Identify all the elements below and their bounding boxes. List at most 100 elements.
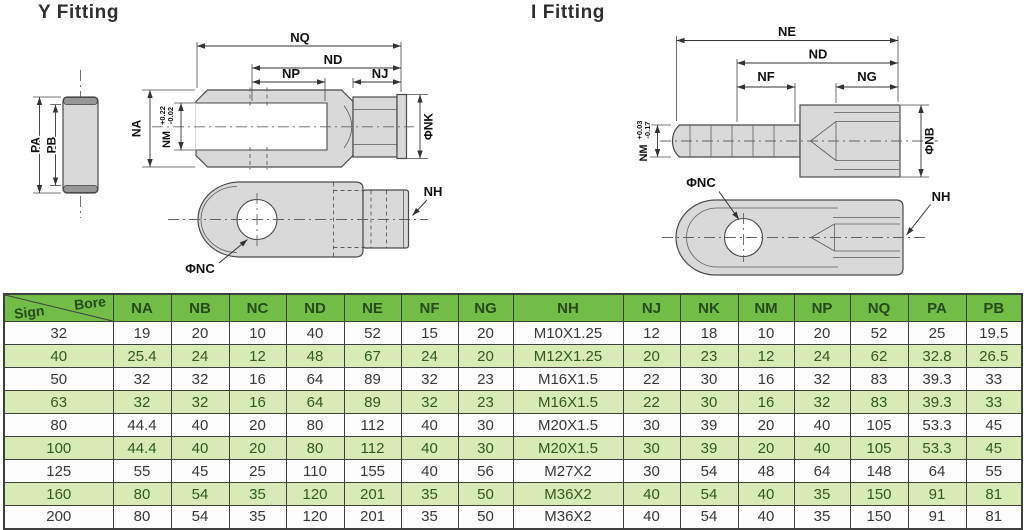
cell-nj: 30: [622, 436, 681, 460]
column-header-pb: PB: [965, 293, 1023, 322]
bore-cell: 80: [3, 413, 114, 437]
cell-pb: 81: [965, 505, 1023, 529]
cell-na: 32: [112, 390, 172, 414]
cell-nk: 30: [679, 367, 739, 391]
cell-nf: 35: [400, 482, 459, 506]
cell-pb: 26.5: [965, 344, 1023, 368]
column-header-ng: NG: [457, 293, 514, 322]
cell-ng: 23: [457, 390, 514, 414]
cell-nd: 48: [285, 344, 345, 368]
cell-nk: 39: [679, 413, 739, 437]
cell-ne: 89: [343, 367, 402, 391]
bore-cell: 160: [3, 482, 114, 506]
cell-nf: 35: [400, 505, 459, 529]
cell-nb: 54: [170, 505, 230, 529]
cell-ne: 67: [343, 344, 402, 368]
cell-ne: 89: [343, 390, 402, 414]
cell-nc: 35: [228, 482, 287, 506]
bore-cell: 32: [3, 321, 114, 345]
cell-np: 35: [793, 482, 851, 506]
column-header-nh: NH: [512, 293, 624, 322]
cell-nm: 20: [737, 413, 795, 437]
cell-nq: 62: [849, 344, 909, 368]
cell-ne: 201: [343, 505, 402, 529]
cell-pb: 33: [965, 367, 1023, 391]
cell-nh: M10X1.25: [512, 321, 624, 345]
cell-pb: 55: [965, 459, 1023, 483]
cell-nf: 40: [400, 413, 459, 437]
cell-ng: 50: [457, 482, 514, 506]
y-fitting-title: Y Fitting: [38, 2, 120, 23]
dim-label-nc-y: ΦNC: [185, 261, 215, 276]
cell-na: 44.4: [112, 436, 172, 460]
cell-nm: 16: [737, 367, 795, 391]
dim-label-nm-i: NM +0.03 -0.17: [634, 119, 654, 163]
bore-cell: 50: [3, 367, 114, 391]
bore-cell: 63: [3, 390, 114, 414]
cell-nf: 15: [400, 321, 459, 345]
cell-nj: 22: [622, 390, 681, 414]
cell-nd: 64: [285, 390, 345, 414]
cell-nd: 120: [285, 505, 345, 529]
cell-nj: 30: [622, 413, 681, 437]
cell-nh: M27X2: [512, 459, 624, 483]
dim-label-ne: NE: [778, 24, 796, 39]
cell-np: 20: [793, 321, 851, 345]
column-header-nq: NQ: [849, 293, 909, 322]
cell-np: 40: [793, 413, 851, 437]
cell-na: 55: [112, 459, 172, 483]
bore-cell: 100: [3, 436, 114, 460]
cell-np: 32: [793, 390, 851, 414]
cell-nd: 110: [285, 459, 345, 483]
y-fitting-bottom-view: ΦNC NH: [168, 181, 442, 276]
cell-nf: 40: [400, 459, 459, 483]
engineering-drawings: PA PB NQ ND: [27, 24, 950, 276]
column-header-na: NA: [112, 293, 172, 322]
dim-label-pa: PA: [29, 137, 43, 153]
cell-nd: 120: [285, 482, 345, 506]
cell-na: 25.4: [112, 344, 172, 368]
cell-nb: 40: [170, 413, 230, 437]
cell-pa: 53.3: [907, 436, 967, 460]
cell-pb: 45: [965, 436, 1023, 460]
cell-nc: 10: [228, 321, 287, 345]
cell-nq: 52: [849, 321, 909, 345]
cell-na: 80: [112, 482, 172, 506]
column-header-ne: NE: [343, 293, 402, 322]
i-fitting-title: I Fitting: [531, 2, 605, 23]
cell-nf: 24: [400, 344, 459, 368]
cell-nj: 20: [622, 344, 681, 368]
svg-text:-0.02: -0.02: [166, 107, 175, 124]
cell-nd: 64: [285, 367, 345, 391]
cell-nc: 20: [228, 413, 287, 437]
cell-nq: 83: [849, 367, 909, 391]
column-header-nc: NC: [228, 293, 287, 322]
dim-label-pb: PB: [45, 136, 59, 153]
dim-label-np: NP: [282, 66, 300, 81]
cell-nk: 54: [679, 459, 739, 483]
cell-ne: 112: [343, 436, 402, 460]
cell-nh: M20X1.5: [512, 413, 624, 437]
cell-pa: 39.3: [907, 390, 967, 414]
cell-pa: 53.3: [907, 413, 967, 437]
cell-nk: 54: [679, 482, 739, 506]
cell-ne: 155: [343, 459, 402, 483]
cell-nq: 148: [849, 459, 909, 483]
cell-na: 44.4: [112, 413, 172, 437]
cell-nq: 105: [849, 413, 909, 437]
cell-nc: 16: [228, 390, 287, 414]
cell-ng: 30: [457, 413, 514, 437]
i-fitting-top-view: [660, 104, 938, 178]
cell-np: 64: [793, 459, 851, 483]
cell-nq: 150: [849, 505, 909, 529]
cell-pa: 25: [907, 321, 967, 345]
